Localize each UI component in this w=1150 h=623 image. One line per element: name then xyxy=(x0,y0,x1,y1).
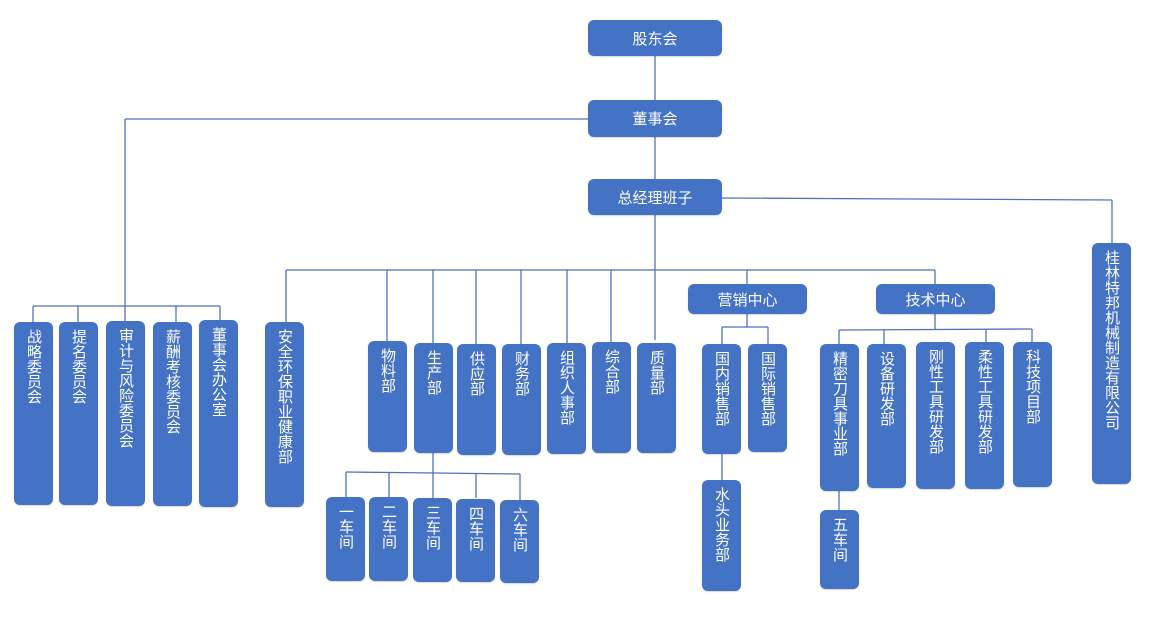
node-label: 财务部 xyxy=(513,351,531,396)
node-sales-subunit: 水头业务部 xyxy=(702,480,741,591)
node-label: 提名委员会 xyxy=(70,329,88,404)
node-committee: 战略委员会 xyxy=(14,322,53,505)
node-workshop: 一车间 xyxy=(326,497,365,581)
node-sales-unit: 国内销售部 xyxy=(702,344,741,454)
node-label: 生产部 xyxy=(425,350,443,395)
node-label: 审计与风险委员会 xyxy=(117,328,135,448)
node-label: 精密刀具事业部 xyxy=(831,351,849,456)
node-marketing-center: 营销中心 xyxy=(688,284,807,314)
node-label: 股东会 xyxy=(632,29,678,48)
node-committee: 提名委员会 xyxy=(59,322,98,505)
node-tech-center: 技术中心 xyxy=(876,284,995,314)
node-tech-unit: 柔性工具研发部 xyxy=(965,342,1004,489)
node-department: 综合部 xyxy=(592,342,631,453)
node-workshop: 四车间 xyxy=(456,499,495,582)
node-label: 设备研发部 xyxy=(878,351,896,426)
node-department: 质量部 xyxy=(637,343,676,453)
node-subsidiary: 桂林特邦机械制造有限公司 xyxy=(1092,243,1131,484)
node-tech-unit: 设备研发部 xyxy=(867,344,906,488)
node-label: 战略委员会 xyxy=(25,329,43,404)
node-label: 物料部 xyxy=(379,348,397,393)
node-committee: 董事会办公室 xyxy=(199,320,238,507)
node-tech-unit: 刚性工具研发部 xyxy=(916,342,955,489)
node-department: 物料部 xyxy=(368,341,407,452)
node-label: 五车间 xyxy=(831,517,849,562)
connector xyxy=(345,471,521,475)
node-label: 四车间 xyxy=(467,506,485,551)
node-label: 综合部 xyxy=(603,349,621,394)
node-tech-subunit: 五车间 xyxy=(820,510,859,589)
node-label: 质量部 xyxy=(648,350,666,395)
node-label: 水头业务部 xyxy=(713,487,731,562)
node-label: 一车间 xyxy=(337,504,355,549)
connector xyxy=(720,197,1113,201)
node-label: 薪酬考核委员会 xyxy=(164,329,182,434)
node-board: 董事会 xyxy=(588,100,722,137)
node-workshop: 三车间 xyxy=(413,498,452,582)
node-label: 董事会 xyxy=(632,110,678,128)
node-label: 二车间 xyxy=(380,504,398,549)
node-label: 供应部 xyxy=(468,351,486,396)
node-committee: 薪酬考核委员会 xyxy=(153,322,192,506)
node-department: 财务部 xyxy=(502,344,541,455)
node-department: 安全环保职业健康部 xyxy=(265,322,304,507)
node-department: 生产部 xyxy=(414,343,453,453)
node-committee: 审计与风险委员会 xyxy=(106,321,145,506)
node-tech-unit: 科技项目部 xyxy=(1013,342,1052,487)
node-label: 三车间 xyxy=(424,505,442,550)
node-department: 供应部 xyxy=(457,344,496,455)
node-label: 营销中心 xyxy=(717,290,778,309)
node-workshop: 二车间 xyxy=(369,497,408,581)
connector xyxy=(838,328,1033,331)
node-workshop: 六车间 xyxy=(500,500,539,583)
node-shareholders: 股东会 xyxy=(588,20,722,56)
node-label: 技术中心 xyxy=(905,290,966,309)
node-gm-team: 总经理班子 xyxy=(588,179,722,215)
node-tech-unit: 精密刀具事业部 xyxy=(820,344,859,491)
node-label: 六车间 xyxy=(511,507,529,552)
node-label: 组织人事部 xyxy=(558,350,576,425)
node-sales-unit: 国际销售部 xyxy=(748,344,787,452)
node-label: 桂林特邦机械制造有限公司 xyxy=(1103,250,1121,430)
node-label: 国内销售部 xyxy=(713,351,731,426)
node-label: 刚性工具研发部 xyxy=(927,349,945,454)
node-label: 董事会办公室 xyxy=(210,327,228,417)
node-department: 组织人事部 xyxy=(547,343,586,454)
node-label: 科技项目部 xyxy=(1024,349,1042,424)
node-label: 安全环保职业健康部 xyxy=(276,329,294,464)
node-label: 柔性工具研发部 xyxy=(976,349,994,454)
node-label: 国际销售部 xyxy=(759,351,777,426)
node-label: 总经理班子 xyxy=(617,188,693,207)
